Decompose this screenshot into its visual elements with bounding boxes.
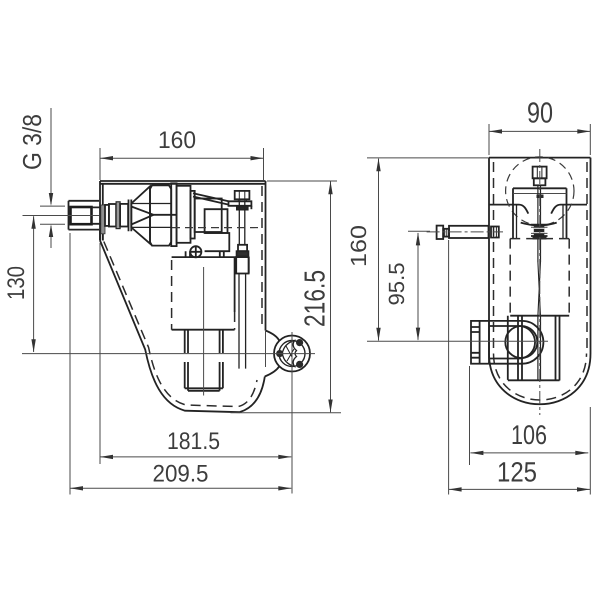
svg-text:G 3/8: G 3/8 [17, 114, 47, 170]
svg-text:90: 90 [527, 97, 553, 129]
svg-text:95.5: 95.5 [384, 263, 409, 306]
svg-text:106: 106 [511, 420, 547, 450]
svg-text:181.5: 181.5 [167, 428, 220, 455]
svg-text:130: 130 [3, 266, 30, 300]
svg-text:160: 160 [346, 225, 371, 267]
svg-text:216.5: 216.5 [300, 270, 332, 327]
svg-text:160: 160 [158, 127, 196, 154]
svg-text:209.5: 209.5 [152, 460, 208, 487]
svg-text:125: 125 [497, 456, 537, 487]
